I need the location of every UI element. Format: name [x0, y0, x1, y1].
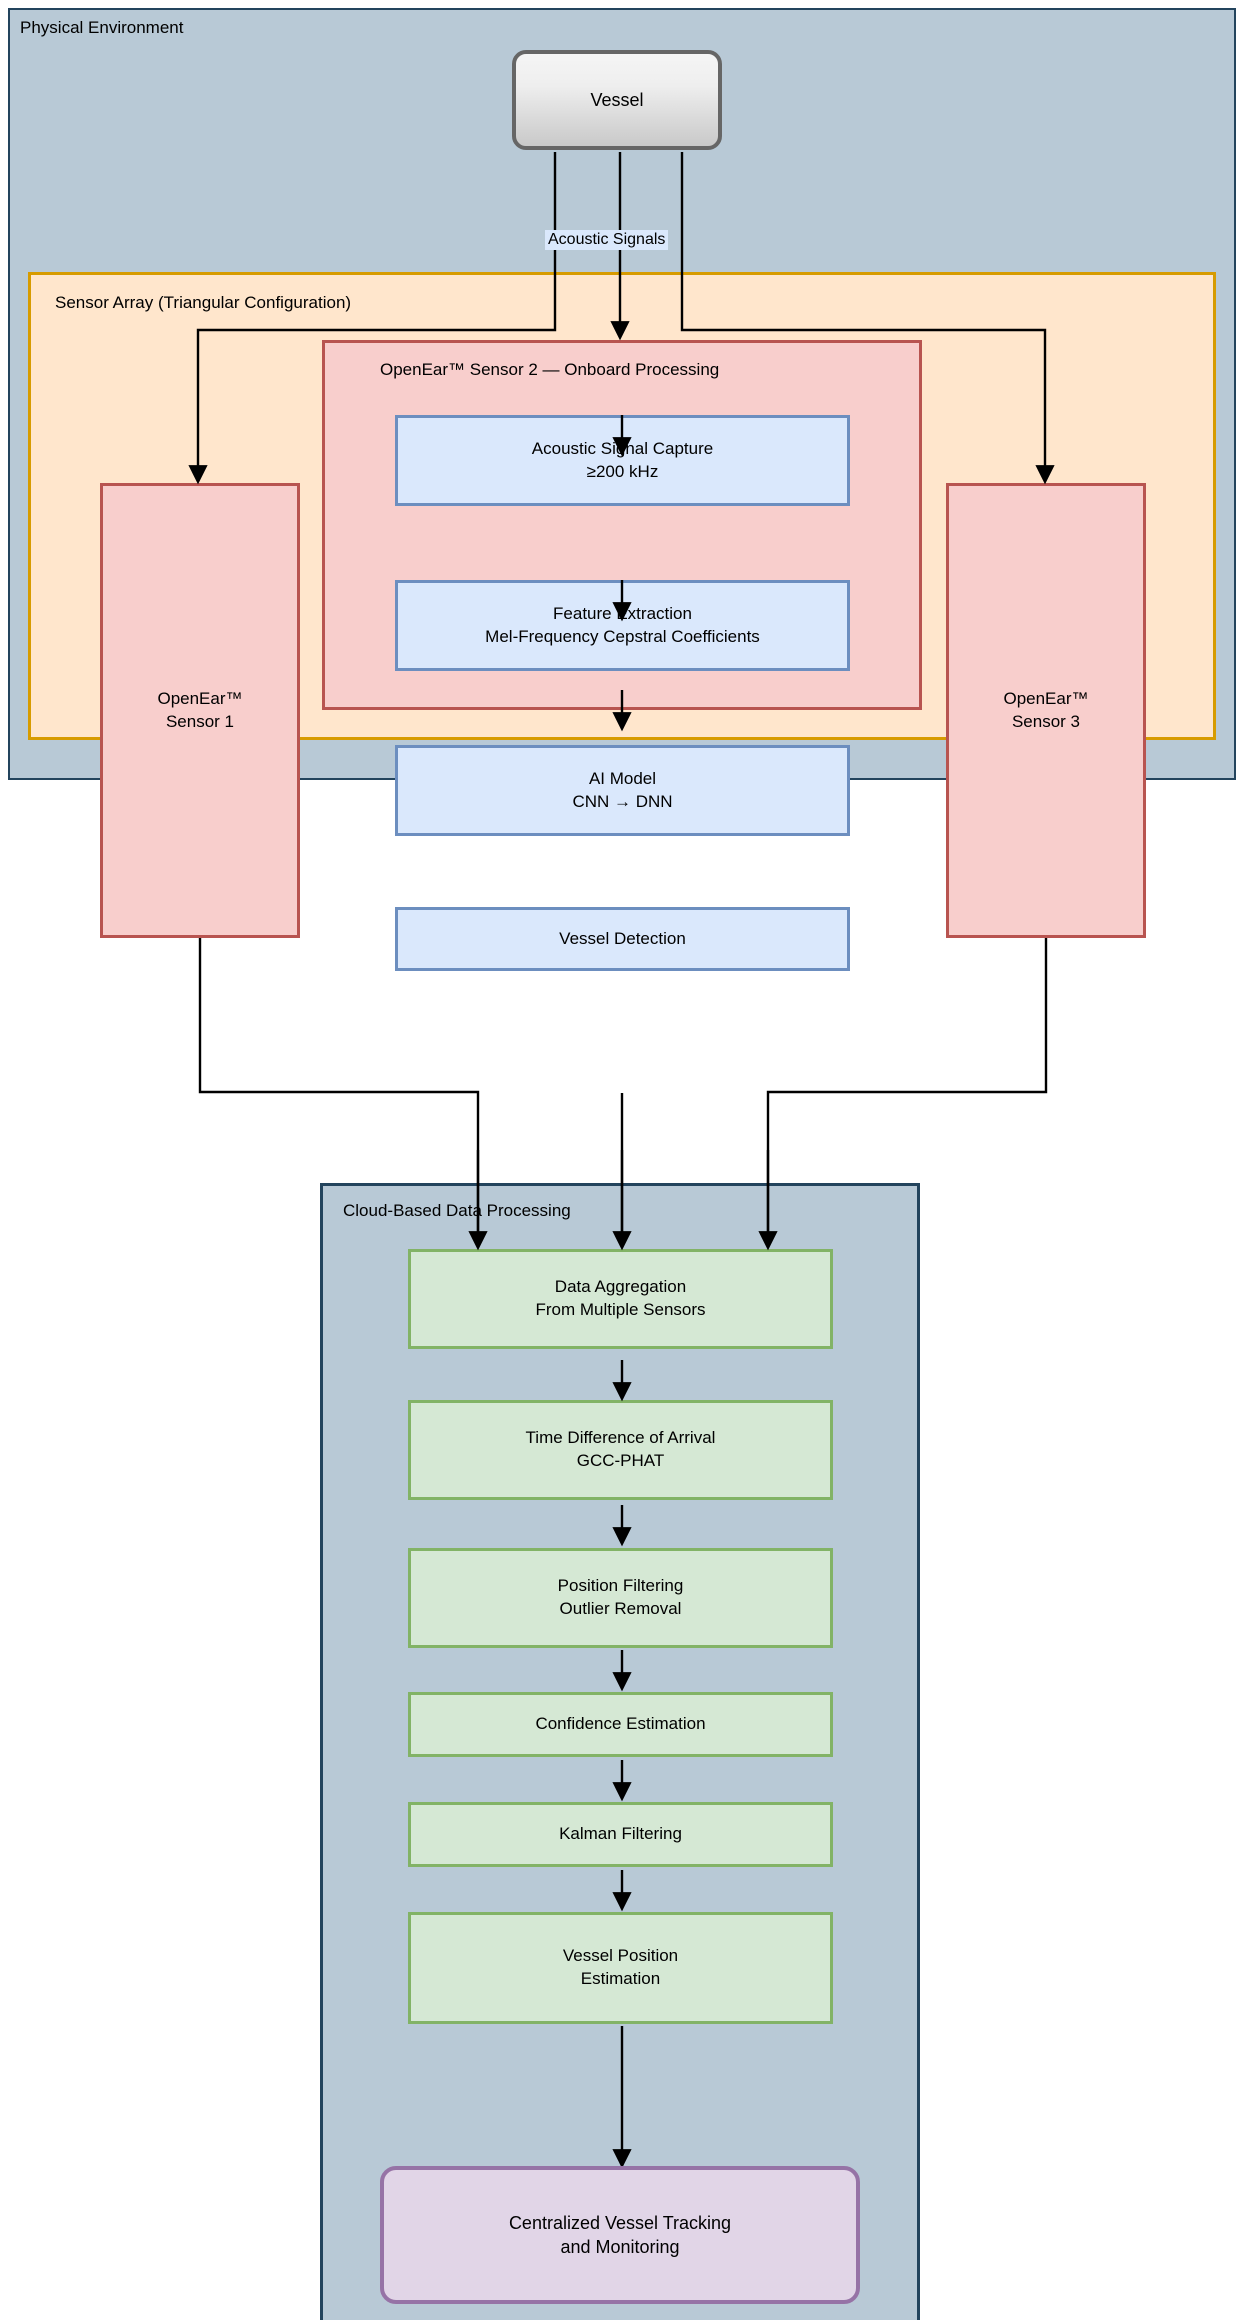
- node-position-filtering[interactable]: Position Filtering Outlier Removal: [408, 1548, 833, 1648]
- node-centralized-vessel-tracking[interactable]: Centralized Vessel Tracking and Monitori…: [380, 2166, 860, 2304]
- node-sensor-3[interactable]: OpenEar™ Sensor 3: [946, 483, 1146, 938]
- node-data-aggregation[interactable]: Data Aggregation From Multiple Sensors: [408, 1249, 833, 1349]
- node-vessel[interactable]: Vessel: [512, 50, 722, 150]
- node-confidence-estimation[interactable]: Confidence Estimation: [408, 1692, 833, 1757]
- node-feature-extraction[interactable]: Feature Extraction Mel-Frequency Cepstra…: [395, 580, 850, 671]
- container-label-sensor2-onboard-processing: OpenEar™ Sensor 2 — Onboard Processing: [380, 360, 720, 379]
- node-time-difference-of-arrival[interactable]: Time Difference of Arrival GCC-PHAT: [408, 1400, 833, 1500]
- node-vessel-position-estimation[interactable]: Vessel Position Estimation: [408, 1912, 833, 2024]
- edge-label-acoustic-signals: Acoustic Signals: [545, 230, 669, 250]
- node-ai-model[interactable]: AI Model CNN → DNN: [395, 745, 850, 836]
- container-label-sensor-array: Sensor Array (Triangular Configuration): [55, 293, 352, 312]
- node-sensor-1[interactable]: OpenEar™ Sensor 1: [100, 483, 300, 938]
- node-vessel-detection[interactable]: Vessel Detection: [395, 907, 850, 971]
- container-label-cloud-based-data-processing: Cloud-Based Data Processing: [343, 1201, 571, 1220]
- node-kalman-filtering[interactable]: Kalman Filtering: [408, 1802, 833, 1867]
- container-label-physical-environment: Physical Environment: [20, 18, 184, 37]
- node-acoustic-signal-capture[interactable]: Acoustic Signal Capture ≥200 kHz: [395, 415, 850, 506]
